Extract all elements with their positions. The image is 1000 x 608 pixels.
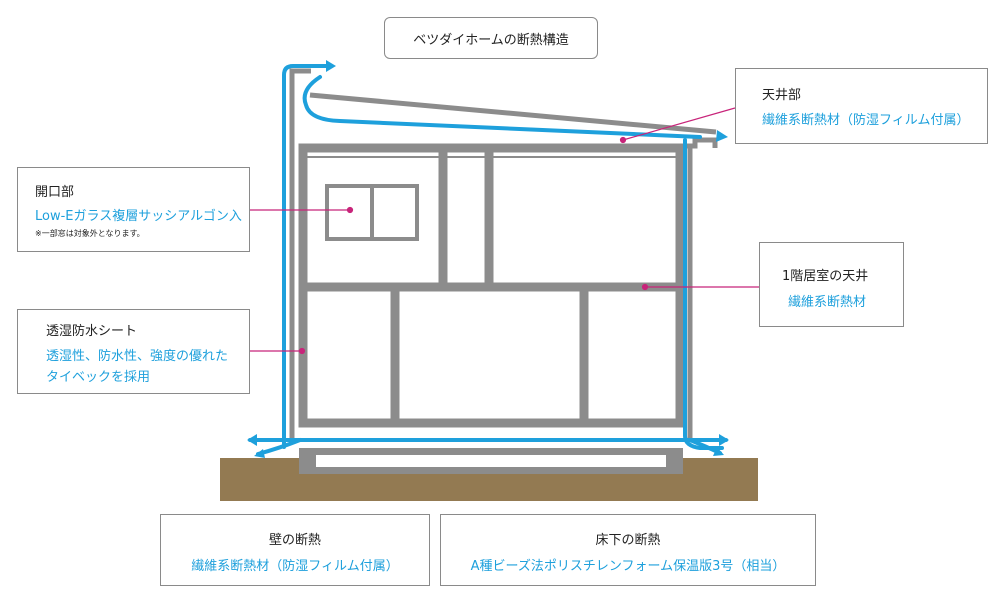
callout-wall: 壁の断熱 繊維系断熱材（防湿フィルム付属） bbox=[160, 514, 430, 586]
callout-floor: 床下の断熱 A種ビーズ法ポリスチレンフォーム保温版3号（相当） bbox=[440, 514, 816, 586]
callout-heading: 開口部 bbox=[35, 185, 75, 200]
callout-text: Low-Eガラス複層サッシアルゴン入 bbox=[35, 209, 242, 224]
callout-first-floor-ceiling: 1階居室の天井 繊維系断熱材 bbox=[759, 242, 904, 327]
callout-heading: 1階居室の天井 bbox=[782, 269, 869, 284]
leader-lines bbox=[250, 107, 759, 355]
window bbox=[325, 184, 419, 241]
airflow bbox=[248, 64, 728, 456]
house-frame bbox=[298, 143, 685, 428]
callout-heading: 壁の断熱 bbox=[268, 533, 321, 548]
callout-text: 繊維系断熱材（防湿フィルム付属） bbox=[191, 559, 399, 574]
foundation-void bbox=[316, 455, 666, 467]
title-text: ベツダイホームの断熱構造 bbox=[413, 32, 569, 48]
callout-heading: 床下の断熱 bbox=[595, 533, 661, 548]
callout-text: 繊維系断熱材（防湿フィルム付属） bbox=[762, 113, 970, 128]
callout-text-line1: 透湿性、防水性、強度の優れた bbox=[46, 349, 229, 364]
roof bbox=[289, 68, 718, 440]
callout-note: ※一部窓は対象外となります。 bbox=[35, 229, 145, 238]
diagram-title: ベツダイホームの断熱構造 bbox=[384, 17, 598, 59]
callout-sheet: 透湿防水シート 透湿性、防水性、強度の優れた タイベックを採用 bbox=[17, 309, 250, 394]
arrow-icon bbox=[247, 60, 729, 458]
callout-heading: 天井部 bbox=[762, 88, 802, 103]
callout-text: 繊維系断熱材 bbox=[788, 295, 867, 310]
callout-text: A種ビーズ法ポリスチレンフォーム保温版3号（相当） bbox=[470, 559, 786, 574]
callout-heading: 透湿防水シート bbox=[46, 324, 138, 339]
callout-ceiling: 天井部 繊維系断熱材（防湿フィルム付属） bbox=[735, 68, 988, 144]
callout-text-line2: タイベックを採用 bbox=[46, 370, 151, 385]
callout-opening: 開口部 Low-Eガラス複層サッシアルゴン入 ※一部窓は対象外となります。 bbox=[17, 167, 250, 252]
